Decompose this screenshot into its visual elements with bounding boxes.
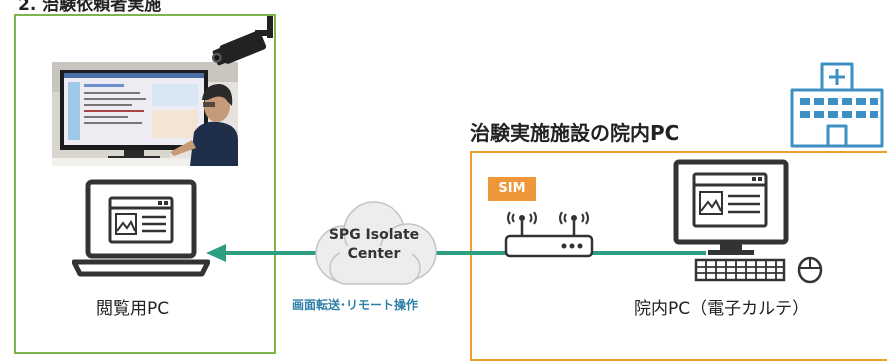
keyboard-icon (694, 258, 786, 282)
laptop-icon (72, 179, 210, 277)
hospital-side-title: 治験実施施設の院内PC (470, 121, 680, 145)
mouse-icon (797, 256, 823, 284)
desktop-pc-icon (673, 159, 789, 255)
hospital-pc-label: 院内PC（電子カルテ） (634, 299, 810, 319)
viewer-pc-label: 閲覧用PC (96, 299, 170, 319)
cloud-label: SPG Isolate Center (310, 226, 438, 264)
connection-arrow (206, 244, 706, 262)
connection-caption: 画面転送･リモート操作 (292, 298, 419, 312)
sponsor-side-title: 2. 治験依頼者実施 (18, 0, 162, 15)
photo-operator-at-monitor (52, 62, 238, 166)
router-icon (504, 211, 594, 258)
cloud-label-line1: SPG Isolate (328, 227, 420, 243)
security-camera-icon (211, 16, 273, 66)
sim-badge: SIM (488, 177, 536, 201)
hospital-icon (790, 62, 884, 148)
cloud-label-line2: Center (347, 246, 401, 262)
cloud-icon (315, 201, 437, 285)
